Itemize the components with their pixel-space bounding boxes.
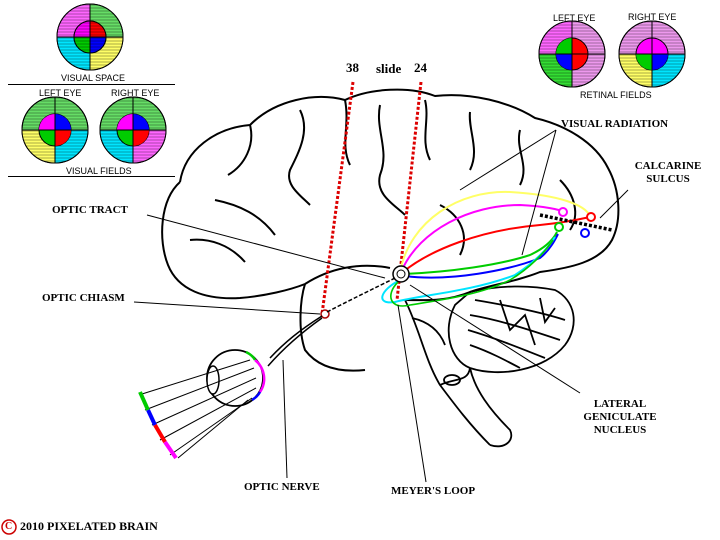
lgn-inner: [396, 269, 406, 279]
visual-field-left-eye: [21, 96, 89, 164]
optic-nerve-line-2: [267, 317, 323, 367]
slide-number-38: 38: [346, 60, 359, 75]
optic-nerve-label: OPTIC NERVE: [244, 481, 320, 493]
lgn-line2: GENICULATE: [583, 411, 657, 423]
optic-nerve-line: [269, 315, 323, 359]
lgn-line1: LATERAL: [593, 398, 647, 410]
copyright-circle: [1, 519, 17, 535]
slide-number-24: 24: [414, 60, 427, 75]
lgn-label: LATERAL GENICULATE NUCLEUS: [575, 398, 665, 437]
lgn-marker: [392, 265, 410, 283]
visual-radiation-label: VISUAL RADIATION: [561, 118, 669, 130]
visual-radiation-fibers: [381, 190, 591, 307]
visual-space-circle: [56, 3, 124, 71]
calcarine-line1: CALCARINE: [634, 160, 702, 172]
meyers-loop-label: MEYER'S LOOP: [391, 485, 476, 497]
lgn-line3: NUCLEUS: [593, 424, 647, 436]
separator-bottom: [8, 176, 175, 177]
brainstem: [404, 299, 513, 448]
terminal-blue: [580, 228, 590, 238]
calcarine-sulcus-line: [539, 213, 613, 232]
optic-tract-line: [326, 277, 396, 313]
slide-word: slide: [376, 61, 402, 76]
visual-space-caption: VISUAL SPACE: [61, 73, 126, 83]
terminal-red: [586, 212, 596, 222]
retinal-field-right-eye: [618, 20, 686, 88]
terminal-magenta: [558, 207, 568, 217]
calcarine-sulcus-label: CALCARINE SULCUS: [634, 160, 702, 186]
leader-lines: [133, 129, 629, 483]
brain-outline: [161, 88, 620, 372]
eye: [138, 349, 266, 460]
copyright-text: 2010 PIXELATED BRAIN: [20, 519, 158, 533]
separator-top: [8, 84, 175, 85]
cerebellum: [447, 285, 575, 374]
calcarine-line2: SULCUS: [646, 173, 690, 185]
visual-fields-left-eye-label: LEFT EYE: [39, 88, 82, 98]
optic-chiasm-label: OPTIC CHIASM: [42, 292, 125, 304]
retinal-fields-left-eye-label: LEFT EYE: [553, 13, 596, 23]
retinal-field-left-eye: [538, 20, 606, 88]
retinal-fields-right-eye-label: RIGHT EYE: [628, 12, 677, 22]
visual-field-right-eye: [99, 96, 167, 164]
retinal-fields-caption: RETINAL FIELDS: [580, 90, 652, 100]
visual-fields-caption: VISUAL FIELDS: [66, 166, 132, 176]
visual-fields-right-eye-label: RIGHT EYE: [111, 88, 160, 98]
copyright-symbol: C: [5, 521, 13, 532]
terminal-green: [554, 222, 564, 232]
optic-tract-label: OPTIC TRACT: [52, 204, 128, 216]
slice-line-38: [320, 81, 355, 315]
